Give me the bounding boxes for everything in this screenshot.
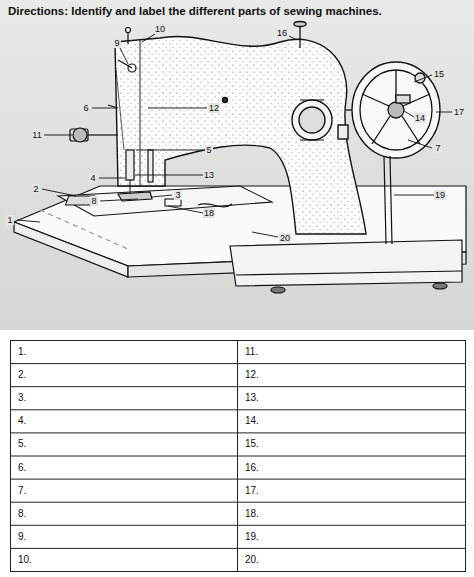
machine-arm xyxy=(115,36,366,234)
callout-number: 10 xyxy=(154,24,166,34)
table-row-line xyxy=(11,432,466,433)
table-cell: 16. xyxy=(245,462,259,474)
table-cell: 14. xyxy=(245,415,259,427)
callout-number: 8 xyxy=(90,196,97,206)
table-row-line xyxy=(11,548,466,549)
bed-plate xyxy=(58,186,272,216)
callout-number: 5 xyxy=(205,145,212,155)
photo-ground xyxy=(0,0,474,330)
callout-number: 16 xyxy=(276,28,288,38)
table-cell: 18. xyxy=(245,508,259,520)
callout-number: 19 xyxy=(434,190,446,200)
table-cell: 9. xyxy=(18,531,26,543)
table-cell: 7. xyxy=(18,485,26,497)
callout-number: 1 xyxy=(6,215,13,225)
table-row-line xyxy=(11,409,466,410)
table-cell: 1. xyxy=(18,346,26,358)
heading: Directions: Identify and label the diffe… xyxy=(8,5,468,17)
table-cell: 8. xyxy=(18,508,26,520)
table-cell: 19. xyxy=(245,531,259,543)
callout-number: 6 xyxy=(82,103,89,113)
callout-number: 14 xyxy=(414,113,426,123)
table-cell: 10. xyxy=(18,554,32,566)
table-cell: 17. xyxy=(245,485,259,497)
callout-number: 15 xyxy=(433,69,445,79)
callout-number: 18 xyxy=(203,208,215,218)
belt xyxy=(384,156,392,244)
table-cell: 12. xyxy=(245,369,259,381)
table-row-line xyxy=(11,363,466,364)
callout-number: 4 xyxy=(89,173,96,183)
table-cell: 3. xyxy=(18,392,26,404)
hand-wheel xyxy=(346,62,440,158)
callout-number: 3 xyxy=(174,190,181,200)
base-board xyxy=(14,186,466,293)
table-cell: 11. xyxy=(245,346,258,358)
table-cell: 5. xyxy=(18,438,26,450)
table-cell: 20. xyxy=(245,554,259,566)
table-row-line xyxy=(11,525,466,526)
table-cell: 13. xyxy=(245,392,259,404)
callout-number: 7 xyxy=(434,143,441,153)
leader-lines xyxy=(17,34,452,237)
table-row-line xyxy=(11,456,466,457)
table-row-line xyxy=(11,479,466,480)
callout-number: 17 xyxy=(453,107,465,117)
callout-number: 9 xyxy=(113,38,120,48)
answer-table xyxy=(11,341,466,572)
callout-number: 20 xyxy=(279,233,291,243)
table-cell: 15. xyxy=(245,438,259,450)
callout-number: 11 xyxy=(31,130,42,140)
callout-number: 12 xyxy=(208,103,220,113)
table-row-line xyxy=(11,386,466,387)
table-cell: 2. xyxy=(18,369,26,381)
table-row-line xyxy=(11,502,466,503)
spool-pin xyxy=(294,22,306,49)
callout-number: 2 xyxy=(32,184,39,194)
table-cell: 4. xyxy=(18,415,26,427)
table-cell: 6. xyxy=(18,462,26,474)
callout-number: 13 xyxy=(203,170,215,180)
